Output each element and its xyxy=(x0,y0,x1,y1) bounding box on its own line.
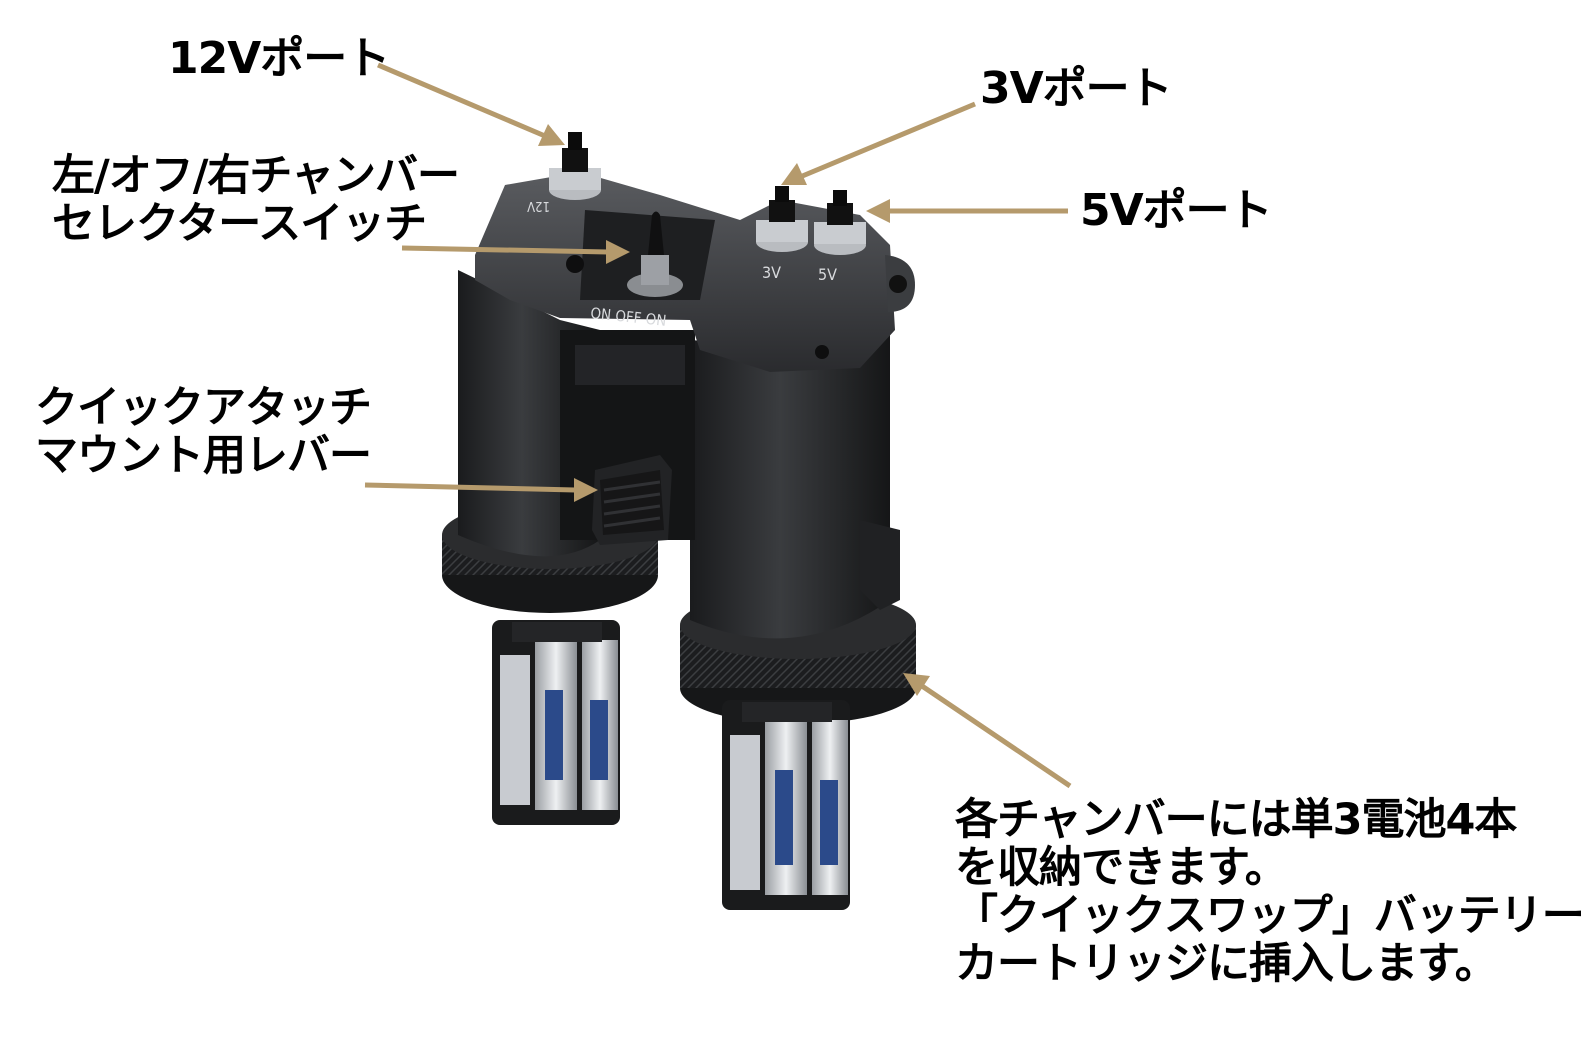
label-3v-port: 3Vポート xyxy=(980,63,1173,114)
label-12v-port: 12Vポート xyxy=(168,33,390,84)
label-chamber-line1: 各チャンバーには単3電池4本 xyxy=(955,795,1517,845)
label-chamber-line4: カートリッジに挿入します。 xyxy=(955,939,1498,990)
label-chamber-line3: 「クイックスワップ」バッテリー xyxy=(955,891,1581,942)
quick-attach-lever xyxy=(592,455,672,545)
label-lever-line1: クイックアタッチ xyxy=(35,383,372,433)
port-3v-connector xyxy=(756,186,808,252)
arrow-12v-port xyxy=(377,62,565,146)
arrow-selector-switch xyxy=(401,240,630,264)
label-chamber-line2: を収納できます。 xyxy=(955,843,1288,894)
callout-arrows xyxy=(364,62,1072,789)
port-3v-marking: 3V xyxy=(762,263,781,282)
right-battery-cartridge xyxy=(722,700,850,910)
port-12v-marking: 12V xyxy=(527,198,550,213)
arrow-lever xyxy=(364,478,598,502)
left-battery-cartridge xyxy=(492,620,620,825)
port-5v-marking: 5V xyxy=(818,265,837,284)
arrow-3v-port xyxy=(781,101,976,185)
label-selector-switch: 左/オフ/右チャンバー セレクタースイッチ xyxy=(52,151,460,250)
label-selector-switch-line2: セレクタースイッチ xyxy=(52,199,427,250)
arrow-chamber xyxy=(903,673,1072,789)
label-5v-port: 5Vポート xyxy=(1080,185,1273,236)
selector-switch xyxy=(627,211,683,297)
label-lever: クイックアタッチ マウント用レバー xyxy=(35,383,372,482)
port-12v-connector xyxy=(549,132,601,200)
label-lever-line2: マウント用レバー xyxy=(35,431,372,482)
port-5v-connector xyxy=(814,190,866,255)
label-chamber-note: 各チャンバーには単3電池4本 を収納できます。 「クイックスワップ」バッテリー … xyxy=(955,796,1581,989)
label-selector-switch-line1: 左/オフ/右チャンバー xyxy=(52,151,460,201)
right-chamber-body xyxy=(690,330,900,639)
arrow-5v-port xyxy=(866,199,1068,223)
